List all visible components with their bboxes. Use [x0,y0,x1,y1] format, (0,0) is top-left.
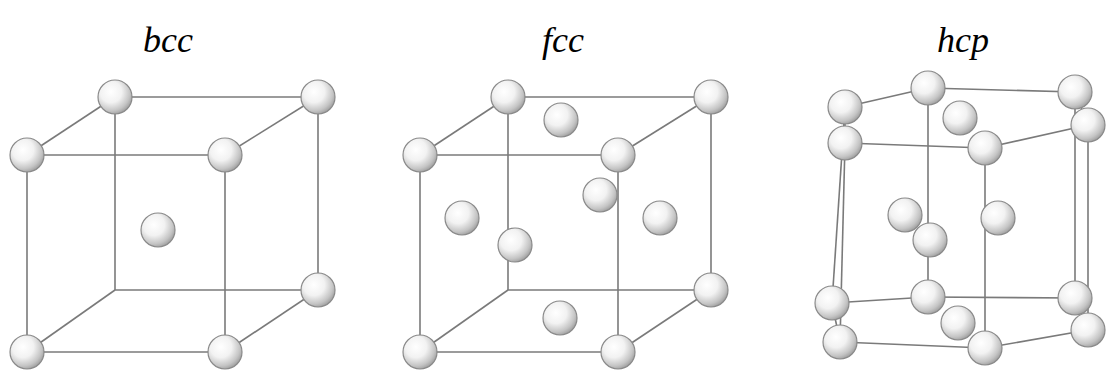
lattice-edge [224,155,226,352]
atom-sphere [913,223,947,257]
atom-sphere [968,131,1002,165]
atom-sphere [1071,108,1105,142]
atom-sphere [10,138,44,172]
atom-sphere [301,273,335,307]
lattice-edge [115,289,318,291]
atom-sphere [888,198,922,232]
lattice-edge [845,143,985,148]
atom-sphere [1058,75,1092,109]
structure-label: bcc [143,22,193,58]
lattice-edge [710,97,712,290]
atom-sphere [491,80,525,114]
atom-sphere [968,331,1002,365]
lattice-edge [419,155,421,352]
lattice-edge [27,351,225,353]
atom-sphere [911,280,945,314]
atom-sphere [643,201,677,235]
atom-sphere [981,201,1015,235]
atom-sphere [98,80,132,114]
atom-sphere [301,80,335,114]
lattice-edge [508,289,711,291]
lattice-edge [420,351,618,353]
atom-sphere [445,201,479,235]
atom-sphere [815,286,849,320]
atom-sphere [498,228,532,262]
lattice-edge [928,88,1075,92]
lattice-edge [115,96,318,98]
lattice-edge [420,154,618,156]
atom-sphere [543,301,577,335]
atom-sphere [403,138,437,172]
atom-sphere [911,71,945,105]
atom-sphere [823,325,857,359]
atom-sphere [544,103,578,137]
atom-sphere [694,80,728,114]
structure-label: hcp [937,22,989,58]
lattice-edge [984,148,986,348]
atom-sphere [10,335,44,369]
atom-sphere [208,335,242,369]
lattice-edge [114,97,116,290]
atom-sphere [1071,313,1105,347]
atom-sphere [141,213,175,247]
lattice-edge [927,88,929,297]
lattice-edge [617,155,619,352]
atom-sphere [208,138,242,172]
atom-sphere [828,126,862,160]
lattice-edge [27,154,225,156]
atom-sphere [1058,281,1092,315]
lattice-edge [840,342,985,348]
atom-sphere [583,178,617,212]
lattice-edge [317,97,319,290]
lattice-edge [508,96,711,98]
lattice-edge [928,297,1075,298]
structure-label: fcc [542,22,584,58]
atom-sphere [694,273,728,307]
lattice-edge [26,155,28,352]
atom-sphere [403,335,437,369]
atom-sphere [943,101,977,135]
atom-sphere [601,335,635,369]
atom-sphere [941,306,975,340]
atom-sphere [828,90,862,124]
atom-sphere [601,138,635,172]
